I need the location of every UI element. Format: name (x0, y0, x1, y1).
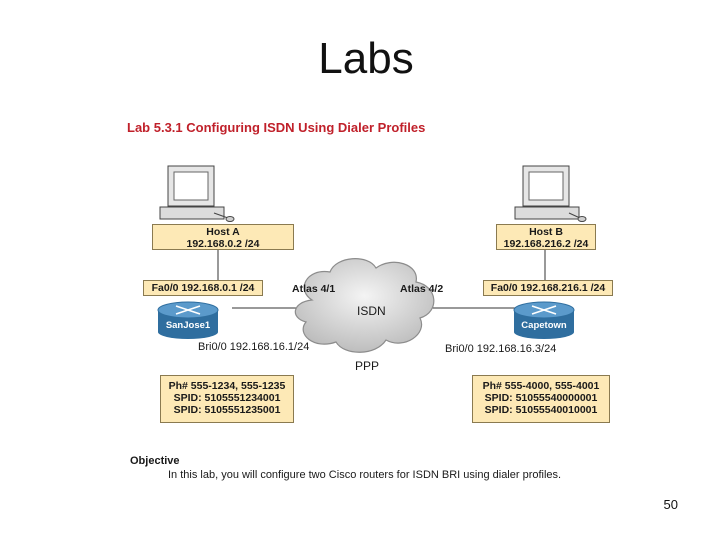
sanjose1-info-box: Ph# 555-1234, 555-1235 SPID: 51055512340… (160, 375, 294, 423)
sanjose1-spid-1: SPID: 5105551234001 (173, 392, 281, 404)
host-b-name: Host B (529, 226, 563, 238)
sanjose1-bri-label: Bri0/0 192.168.16.1/24 (198, 341, 310, 353)
protocol-label: PPP (355, 359, 380, 373)
host-a-ip: 192.168.0.2 /24 (186, 238, 260, 250)
host-a-computer-icon (159, 165, 235, 222)
sanjose1-spid-2: SPID: 5105551235001 (173, 404, 281, 416)
capetown-bri-label: Bri0/0 192.168.16.3/24 (445, 343, 557, 355)
capetown-spid-2: SPID: 51055540010001 (484, 404, 598, 416)
capetown-info-box: Ph# 555-4000, 555-4001 SPID: 51055540000… (472, 375, 610, 423)
sanjose1-phone: Ph# 555-1234, 555-1235 (168, 380, 286, 392)
capetown-router-name: Capetown (521, 320, 567, 331)
capetown-spid-1: SPID: 51055540000001 (484, 392, 598, 404)
sanjose1-router-name: SanJose1 (165, 320, 211, 331)
lab-title: Lab 5.3.1 Configuring ISDN Using Dialer … (127, 120, 426, 135)
capetown-fa-label: Fa0/0 192.168.216.1 /24 (483, 280, 613, 296)
host-b-computer-icon (514, 165, 587, 222)
capetown-phone: Ph# 555-4000, 555-4001 (482, 380, 600, 392)
atlas-port-left: Atlas 4/1 (292, 283, 336, 295)
isdn-cloud-icon (294, 258, 435, 353)
page-number: 50 (663, 497, 678, 512)
cloud-label: ISDN (357, 304, 386, 318)
objective-text: In this lab, you will configure two Cisc… (168, 469, 562, 481)
sanjose1-router-icon (157, 301, 219, 339)
slide-title: Labs (318, 34, 414, 83)
host-b-box: Host B 192.168.216.2 /24 (496, 224, 596, 250)
host-b-ip: 192.168.216.2 /24 (503, 238, 589, 250)
objective-heading: Objective (130, 455, 180, 467)
capetown-router-icon (513, 301, 575, 339)
host-a-box: Host A 192.168.0.2 /24 (152, 224, 294, 250)
sanjose1-fa-label: Fa0/0 192.168.0.1 /24 (143, 280, 263, 296)
atlas-port-right: Atlas 4/2 (400, 283, 444, 295)
host-a-name: Host A (206, 226, 240, 238)
